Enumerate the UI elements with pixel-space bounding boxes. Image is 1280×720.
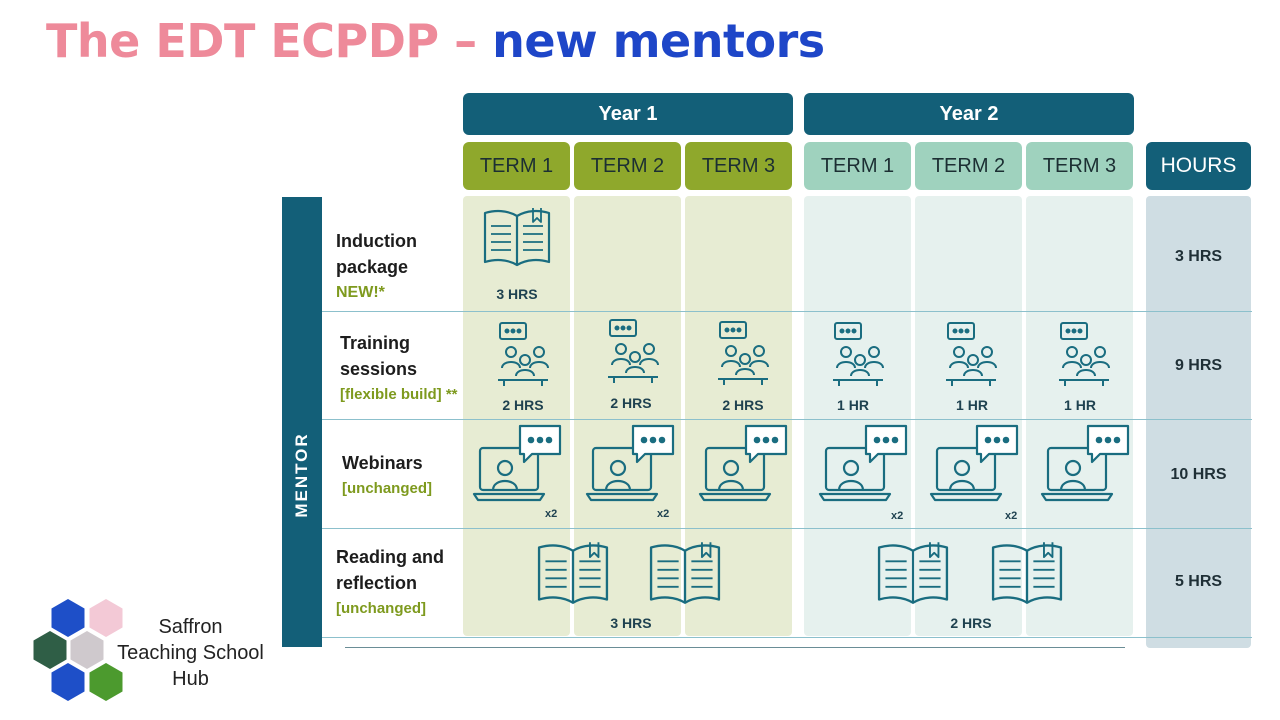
open-book-icon (483, 208, 551, 267)
row-total-training: 9 HRS (1174, 357, 1223, 374)
cell-hours-label: 2 HRS (610, 395, 652, 411)
row-note: [flexible build] ** (340, 386, 458, 403)
training-group-icon (946, 322, 997, 386)
multiplier-label: x2 (545, 508, 558, 520)
webinar-laptop-icon (818, 424, 908, 502)
reading-books-icon (991, 542, 1063, 604)
column-y2-t2 (915, 196, 1022, 636)
row-total-reading: 5 HRS (1174, 573, 1223, 590)
multiplier-label: x2 (891, 510, 904, 522)
logo-line: Saffron (158, 616, 223, 638)
row-label-reading: Reading and reflection [unchanged] (336, 544, 444, 622)
training-group-icon (718, 321, 769, 385)
cell-hours-label: 2 HRS (502, 397, 544, 413)
row-divider (322, 419, 1252, 420)
mentor-label: MENTOR (292, 432, 311, 518)
cell-hours-label: 3 HRS (496, 286, 538, 302)
logo-line: Teaching School (117, 642, 264, 664)
column-y1-t2 (574, 196, 681, 636)
logo-hexagon (51, 599, 85, 637)
logo-hexagon (33, 631, 67, 669)
multiplier-label: x2 (657, 508, 670, 520)
hexagon-logo-icon (33, 599, 123, 701)
term-header-y2-t2: TERM 2 (915, 142, 1022, 190)
training-group-icon (608, 319, 659, 383)
slide-title: The EDT ECPDP – new mentors (46, 14, 825, 68)
column-y1-t3 (685, 196, 792, 636)
cell-hours-label: 2 HRS (950, 615, 992, 631)
title-part-1: The EDT ECPDP – (46, 14, 477, 68)
year-2-header: Year 2 (804, 93, 1134, 135)
term-header-y1-t3: TERM 3 (685, 142, 792, 190)
row-title-line: sessions (340, 359, 418, 379)
reading-books-icon (649, 542, 721, 604)
term-header-y2-t3: TERM 3 (1026, 142, 1133, 190)
row-divider (322, 311, 1252, 312)
row-note: [unchanged] (342, 480, 432, 497)
training-group-icon (498, 322, 549, 386)
row-label-webinars: Webinars [unchanged] (342, 450, 432, 502)
reading-books-icon (877, 542, 949, 604)
row-label-induction: Induction package NEW!* (336, 228, 417, 306)
year-1-header: Year 1 (463, 93, 793, 135)
row-divider (322, 528, 1252, 529)
row-title-line: Training (340, 333, 411, 353)
row-title-line: Reading and (336, 547, 445, 567)
row-total-induction: 3 HRS (1174, 248, 1223, 265)
row-title-line: reflection (336, 573, 418, 593)
mentor-side-bar (282, 197, 322, 647)
cell-hours-label: 1 HR (1064, 397, 1096, 413)
row-title-line: Webinars (342, 453, 423, 473)
webinar-laptop-icon (1040, 424, 1130, 502)
webinar-laptop-icon (929, 424, 1019, 502)
training-group-icon (1059, 322, 1110, 386)
hours-header: HOURS (1146, 142, 1251, 190)
row-note: NEW!* (336, 284, 385, 301)
column-y1-t1 (463, 196, 570, 636)
training-group-icon (833, 322, 884, 386)
logo-hexagon (70, 631, 104, 669)
column-hours (1146, 196, 1251, 648)
logo-line: Hub (172, 668, 209, 690)
table-bottom-rule (345, 647, 1125, 648)
column-y2-t1 (804, 196, 911, 636)
cell-hours-label: 1 HR (837, 397, 869, 413)
term-header-y1-t1: TERM 1 (463, 142, 570, 190)
logo-hexagon (89, 599, 123, 637)
row-total-webinars: 10 HRS (1170, 466, 1227, 483)
logo-text: Saffron Teaching School Hub (108, 614, 273, 692)
webinar-laptop-icon (698, 424, 788, 502)
webinar-laptop-icon (585, 424, 675, 502)
row-title-line: package (336, 257, 409, 277)
row-note: [unchanged] (336, 600, 426, 617)
row-label-training: Training sessions [flexible build] ** (340, 330, 458, 408)
title-part-2: new mentors (492, 14, 825, 68)
multiplier-label: x2 (1005, 510, 1018, 522)
row-divider (322, 637, 1252, 638)
webinar-laptop-icon (472, 424, 562, 502)
logo-hexagon (89, 663, 123, 701)
term-header-y1-t2: TERM 2 (574, 142, 681, 190)
term-header-y2-t1: TERM 1 (804, 142, 911, 190)
cell-hours-label: 1 HR (956, 397, 988, 413)
cell-hours-label: 3 HRS (610, 615, 652, 631)
logo-hexagon (51, 663, 85, 701)
row-title-line: Induction (336, 231, 417, 251)
column-y2-t3 (1026, 196, 1133, 636)
reading-books-icon (537, 542, 609, 604)
cell-hours-label: 2 HRS (722, 397, 764, 413)
